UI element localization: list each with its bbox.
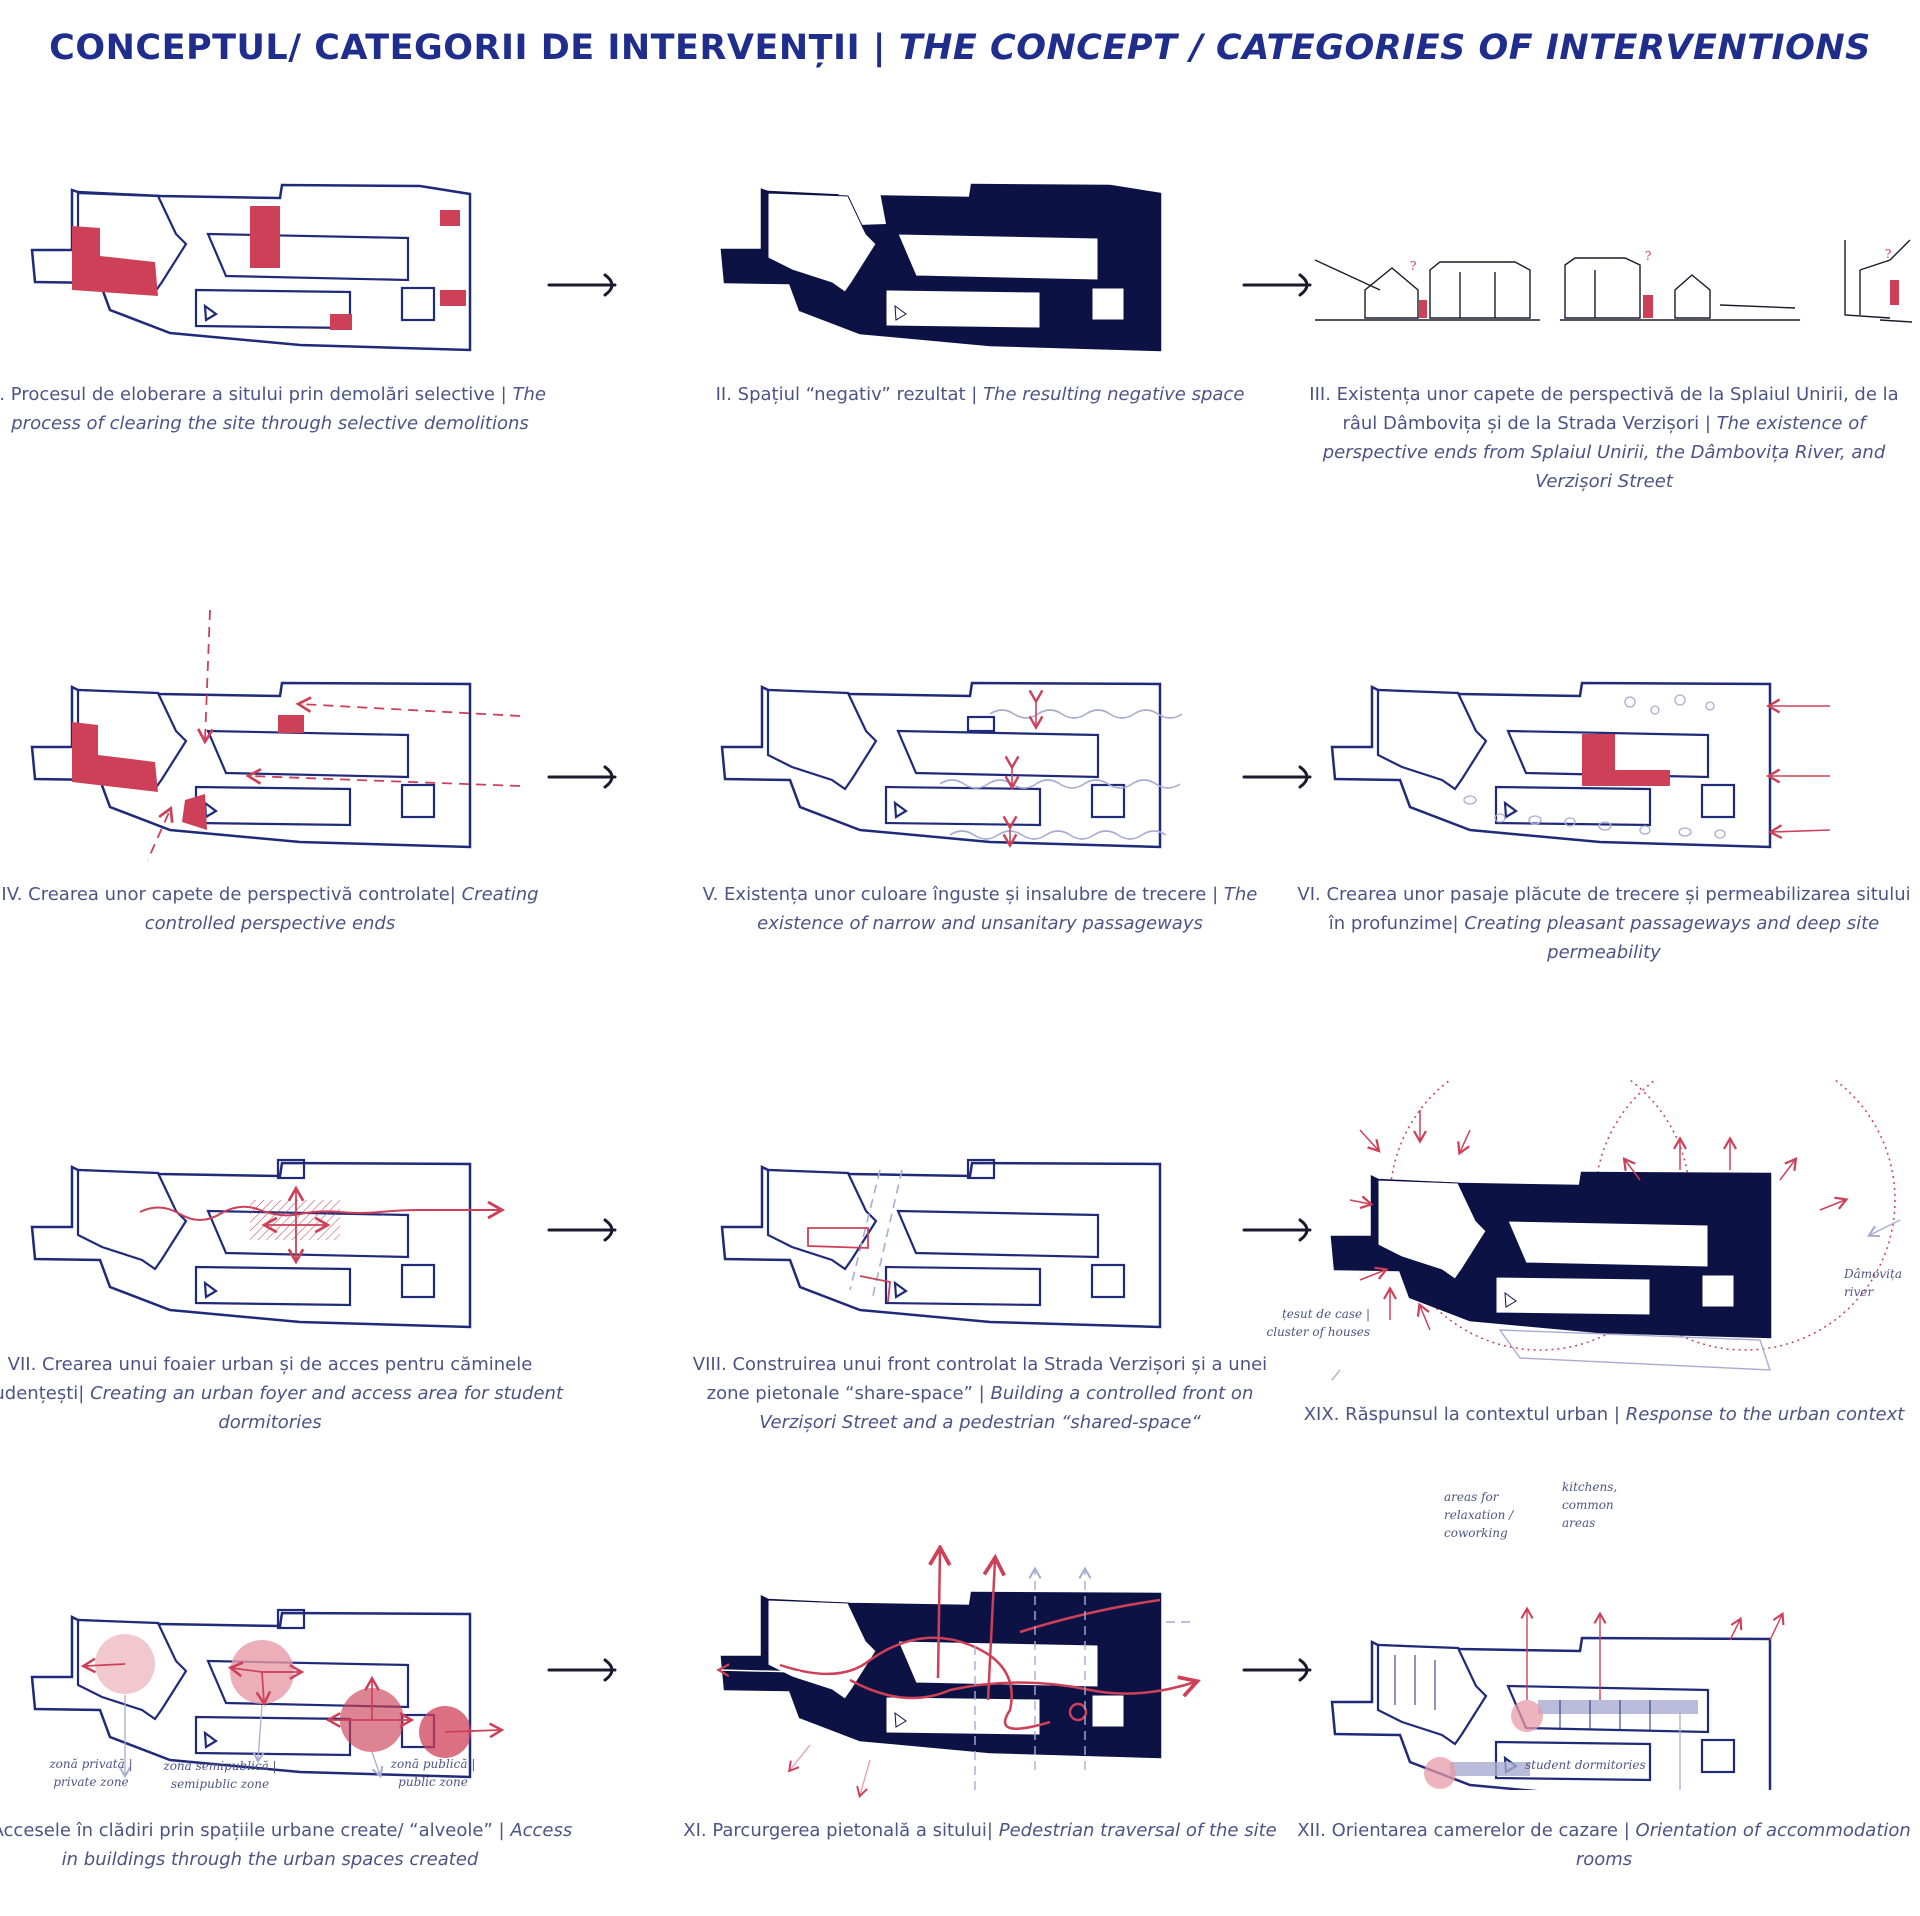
panel-VIII-plan: [720, 1158, 1162, 1329]
caption-X: X. Accesele în clădiri prin spațiile urb…: [0, 1820, 573, 1870]
panel-VII-plan: [30, 1158, 506, 1329]
note-semipublic: zonă semipublică | semipublic zone: [163, 1759, 277, 1791]
panel-X-plan: [30, 1608, 505, 1779]
flow-arrow-7: [545, 1650, 625, 1690]
panel-I-plan: [30, 183, 472, 352]
caption-V: V. Existența unor culoare înguste și ins…: [702, 884, 1258, 934]
panel-XI-plan: [716, 1545, 1201, 1799]
caption-IV: IV. Crearea unor capete de perspectivă c…: [1, 884, 539, 934]
svg-text:?: ?: [1885, 247, 1891, 261]
panel-III-sketches: ???: [1314, 239, 1913, 323]
flow-arrow-5: [545, 1210, 625, 1250]
svg-text:?: ?: [1410, 259, 1416, 273]
panel-XII-plan: [1330, 1606, 1785, 1790]
note-dormitories: student dormitories: [1525, 1758, 1646, 1772]
caption-II: II. Spațiul “negativ” rezultat | The res…: [715, 384, 1245, 405]
note-kitchens: kitchens, common areas: [1562, 1480, 1618, 1530]
note-public: zonă publică | public zone: [390, 1757, 476, 1789]
title-en: THE CONCEPT / CATEGORIES OF INTERVENTION…: [898, 28, 1871, 68]
panel-V-plan: [720, 681, 1183, 849]
title-ro: CONCEPTUL/ CATEGORII DE INTERVENȚII |: [49, 28, 887, 68]
caption-XII: XII. Orientarea camerelor de cazare | Or…: [1297, 1820, 1911, 1870]
caption-XI: XI. Parcurgerea pietonală a sitului| Ped…: [683, 1820, 1277, 1841]
flow-arrow-1: [545, 265, 625, 305]
page-title: CONCEPTUL/ CATEGORII DE INTERVENȚII | TH…: [0, 28, 1920, 68]
caption-VI: VI. Crearea unor pasaje plăcute de trece…: [1297, 884, 1911, 963]
caption-III: III. Existența unor capete de perspectiv…: [1309, 384, 1899, 492]
note-houses: țesut de case | cluster of houses: [1266, 1307, 1371, 1339]
flow-arrow-6: [1240, 1210, 1320, 1250]
note-river: Dâmovița river: [1844, 1267, 1902, 1299]
flow-arrow-8: [1240, 1650, 1320, 1690]
note-private: zonă privată | private zone: [49, 1757, 133, 1789]
svg-text:?: ?: [1645, 249, 1651, 263]
panel-II-plan: [720, 183, 1162, 352]
panel-IV-plan: [30, 609, 521, 860]
panel-XIX-plan: [1330, 1080, 1901, 1380]
flow-arrow-3: [545, 757, 625, 797]
note-relaxation: areas for relaxation / coworking: [1444, 1490, 1514, 1540]
caption-VII: VII. Crearea unui foaier urban și de acc…: [0, 1354, 564, 1433]
flow-arrow-4: [1240, 757, 1320, 797]
flow-arrow-2: [1240, 265, 1320, 305]
caption-XIX: XIX. Răspunsul la contextul urban | Resp…: [1303, 1404, 1905, 1425]
panel-VI-plan: [1330, 681, 1831, 849]
caption-I: I. Procesul de eloberare a sitului prin …: [0, 384, 546, 434]
caption-VIII: VIII. Construirea unui front controlat l…: [692, 1354, 1268, 1433]
